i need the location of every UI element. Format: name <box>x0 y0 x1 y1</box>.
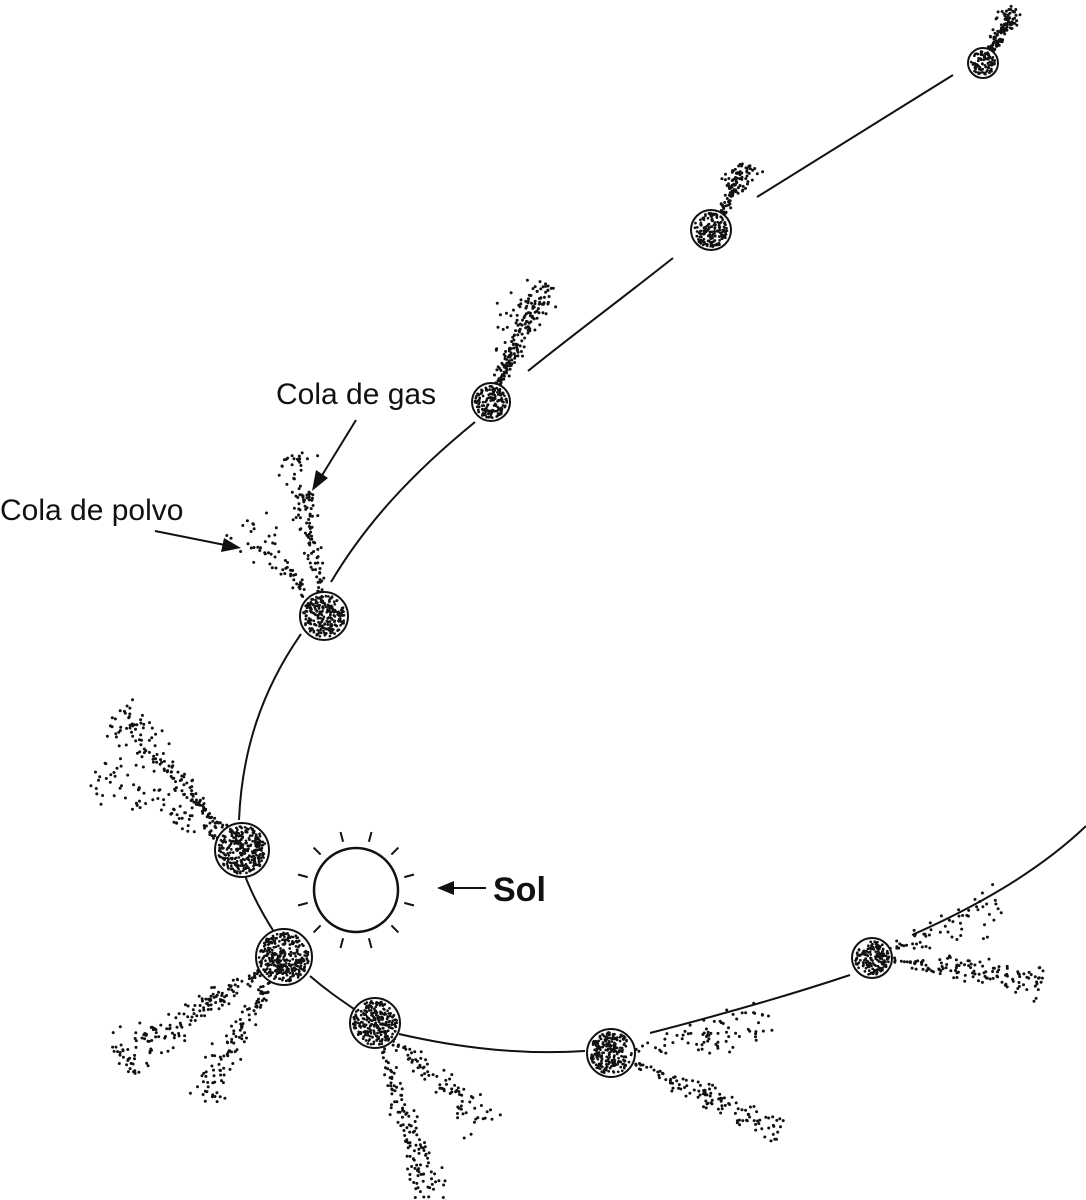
comet-positions <box>214 47 999 1078</box>
sun-ray <box>297 901 308 907</box>
orbit-segment <box>398 1033 586 1054</box>
comet-tail <box>111 965 277 1104</box>
comet-tails <box>89 4 1045 1200</box>
sun-ray <box>367 831 373 842</box>
sun-ray <box>339 938 345 949</box>
sun-ray <box>312 846 322 856</box>
orbit-segment <box>309 975 355 1010</box>
orbit-segment <box>756 74 954 198</box>
sun-arrow <box>437 881 486 895</box>
sun-rays <box>297 831 415 949</box>
gas-tail-arrow <box>312 419 357 491</box>
comet-tail <box>623 1001 785 1143</box>
comet-tail <box>985 4 1022 56</box>
orbit-segment <box>527 257 674 372</box>
comet-nucleus <box>299 591 349 641</box>
orbit-path <box>238 74 1086 1054</box>
orbit-segment <box>243 872 277 936</box>
comet-tail <box>713 162 765 220</box>
sun-ray <box>312 924 322 934</box>
comet-tail <box>884 883 1045 1003</box>
comet-nucleus <box>586 1028 636 1078</box>
comet-nucleus <box>967 47 999 79</box>
label-arrows <box>154 419 486 895</box>
sun-ray <box>404 873 415 879</box>
gas-tail-label: Cola de gas <box>276 378 436 411</box>
orbit-segment <box>330 421 476 583</box>
orbit-segment <box>649 974 851 1034</box>
comet-tail <box>492 278 558 393</box>
comet-nucleus <box>255 928 313 986</box>
orbit-segment <box>911 825 1086 936</box>
comet-tail <box>376 1031 502 1200</box>
comet-nucleus <box>851 937 893 979</box>
sun-disk <box>312 846 400 934</box>
comet-nucleus <box>471 382 511 422</box>
comet-nucleus <box>214 822 270 878</box>
comet-nucleus <box>690 209 732 251</box>
sun-ray <box>404 901 415 907</box>
sun-ray <box>390 924 400 934</box>
comet-tail <box>225 451 326 603</box>
sun-ray <box>297 873 308 879</box>
comet-tail <box>89 698 232 844</box>
comet-nucleus <box>349 997 401 1049</box>
sun-label: Sol <box>493 871 546 909</box>
orbit-segment <box>238 633 302 821</box>
dust-tail-label: Cola de polvo <box>0 494 183 527</box>
sun <box>297 831 415 949</box>
sun-ray <box>367 938 373 949</box>
sun-ray <box>390 846 400 856</box>
sun-ray <box>339 831 345 842</box>
dust-tail-arrow <box>154 530 241 552</box>
